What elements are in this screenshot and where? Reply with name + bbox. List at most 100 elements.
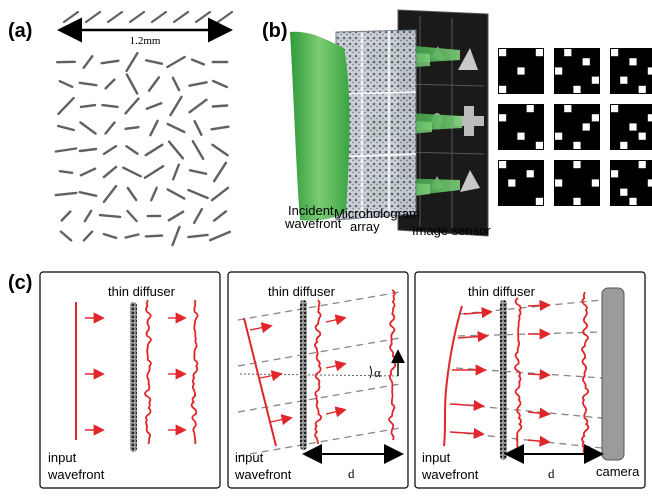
mask-cell	[499, 161, 507, 169]
hologram-dash	[125, 145, 139, 155]
panel-b: Incident wavefront Microhologram array I…	[284, 9, 652, 238]
scattered-wave-1a	[144, 299, 152, 445]
hologram-dash	[102, 144, 118, 156]
hologram-dash	[124, 97, 140, 115]
scale-label: 1.2mm	[130, 35, 161, 47]
hologram-dash	[208, 230, 232, 242]
wavefront-label-3: wavefront	[421, 467, 479, 482]
hologram-dash	[54, 191, 78, 197]
hologram-dash	[57, 96, 75, 116]
hologram-dash	[191, 139, 205, 161]
hologram-dash	[144, 59, 164, 65]
mask-cell	[591, 179, 599, 187]
hologram-dash	[57, 124, 76, 132]
hologram-dash	[211, 79, 229, 89]
hologram-dash	[187, 188, 209, 200]
camera-label: camera	[596, 464, 640, 479]
input-wavefront-tilted	[243, 317, 277, 447]
wavefront-label-1: wavefront	[47, 467, 105, 482]
mask-cell	[573, 197, 581, 205]
incident-label: Incident	[288, 203, 334, 218]
distance-label-2: d	[348, 466, 355, 481]
hologram-dash	[144, 143, 164, 157]
hologram-dash	[126, 186, 138, 202]
mask-cell	[564, 49, 572, 57]
hologram-dash	[125, 73, 139, 95]
sensor-triangle-2	[460, 170, 480, 192]
hologram-dash	[210, 125, 230, 131]
scattered-wave-2b	[388, 289, 397, 441]
panel-a: 1.2mm	[54, 8, 234, 247]
mask-cell	[526, 105, 534, 113]
mask-cell	[582, 123, 590, 131]
hologram-dash	[122, 166, 142, 178]
mask-cell	[535, 49, 543, 57]
diffuser-label-2: thin diffuser	[268, 284, 336, 299]
sensor-cross	[454, 106, 484, 136]
hologram-dash	[98, 213, 122, 219]
hologram-dash	[104, 121, 116, 135]
wavefront-label: wavefront	[284, 216, 342, 231]
mask-cell	[647, 67, 652, 75]
microhologram-pattern	[54, 10, 234, 247]
hologram-dash	[192, 207, 204, 225]
hologram-dash	[150, 186, 158, 202]
microhologram-label: Microhologram	[334, 206, 420, 221]
microhologram-pattern-bg	[55, 8, 233, 240]
array-label: array	[350, 219, 380, 234]
hologram-dash	[166, 188, 186, 200]
scattered-wave-2a	[314, 299, 323, 445]
diffuser-2	[300, 300, 307, 450]
incident-wavefront	[290, 31, 350, 221]
mask-cell	[573, 161, 581, 169]
binary-mask-grid	[498, 48, 652, 206]
mask-cell	[611, 49, 619, 57]
hologram-dash	[188, 81, 208, 87]
mask-cell	[573, 141, 581, 149]
hologram-dash	[79, 103, 97, 109]
hologram-dash	[124, 233, 140, 239]
hologram-dash	[167, 210, 185, 222]
mask-cell	[591, 76, 599, 84]
mask-cell	[517, 67, 525, 75]
hologram-dash	[210, 186, 230, 202]
hologram-dash	[59, 230, 73, 242]
diffuser-label-1: thin diffuser	[108, 284, 176, 299]
mask-cell	[638, 132, 646, 140]
hologram-dash	[78, 190, 98, 198]
mask-cell	[564, 105, 572, 113]
mask-cell	[611, 105, 619, 113]
camera	[601, 287, 625, 461]
panel-label-a: (a)	[8, 20, 33, 42]
hologram-dash	[54, 147, 78, 153]
mask-cell	[629, 197, 637, 205]
panel-c: thin diffuser input wavefront thin diffu…	[39, 271, 646, 489]
distance-label-3: d	[548, 466, 555, 481]
hologram-dash	[100, 59, 120, 65]
panel-label-c: (c)	[8, 272, 33, 294]
hologram-dash	[82, 230, 94, 242]
mask-cell	[535, 141, 543, 149]
hologram-dash	[212, 161, 228, 183]
mask-cell	[555, 67, 563, 75]
sensor-label: Image sensor	[412, 223, 491, 238]
hologram-dash	[125, 51, 139, 73]
wavefront-label-2: wavefront	[234, 467, 292, 482]
curved-arrows-3	[449, 299, 551, 447]
mask-cell	[591, 114, 599, 122]
mask-cell	[647, 179, 652, 187]
hologram-dash	[147, 76, 161, 92]
hologram-dash	[171, 76, 181, 92]
mask-cell	[573, 85, 581, 93]
mask-cell	[517, 132, 525, 140]
mask-cell	[582, 58, 590, 66]
hologram-dash	[126, 209, 138, 223]
hologram-dash	[144, 234, 164, 238]
hologram-dash	[145, 102, 163, 110]
hologram-dash	[124, 125, 140, 131]
mask-cell	[508, 179, 516, 187]
mask-cell	[555, 132, 563, 140]
mask-cell	[555, 179, 563, 187]
mask-cell	[629, 123, 637, 131]
